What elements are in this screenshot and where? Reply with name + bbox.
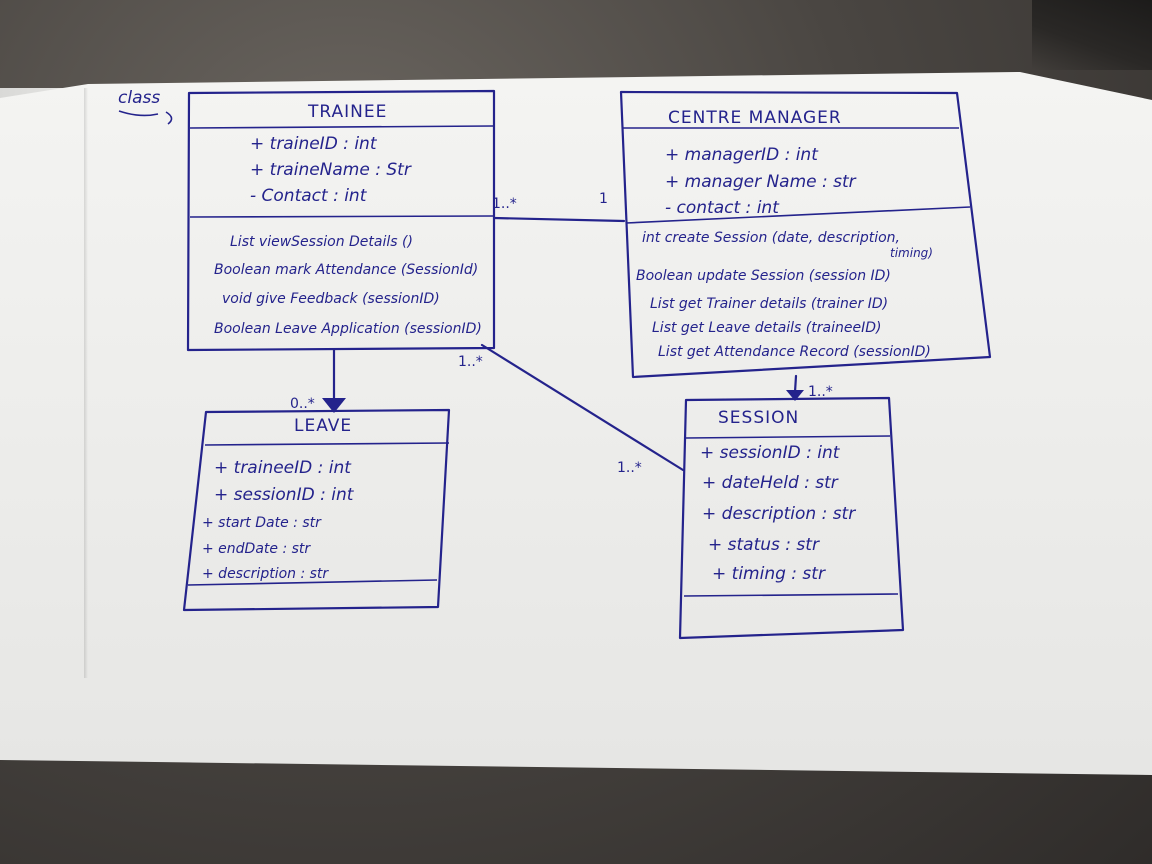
manager-method: List get Leave details (traineeID) xyxy=(652,320,882,336)
assoc-trainee-session xyxy=(480,343,685,472)
leave-title: LEAVE xyxy=(294,416,353,436)
multiplicity-label: 1..* xyxy=(492,196,517,212)
page-fold xyxy=(84,88,88,678)
session-title: SESSION xyxy=(718,408,800,428)
leave-attr: + endDate : str xyxy=(202,541,311,557)
session-box xyxy=(678,396,905,640)
arrow-head xyxy=(322,398,346,413)
trainee-attr: + traineID : int xyxy=(250,134,377,154)
multiplicity-label: 0..* xyxy=(290,396,315,412)
trainee-attr: - Contact : int xyxy=(250,186,367,206)
class-annotation: class xyxy=(118,88,161,108)
session-attr: + timing : str xyxy=(712,564,825,584)
manager-title: CENTRE MANAGER xyxy=(668,108,842,128)
manager-method: List get Trainer details (trainer ID) xyxy=(650,296,889,312)
desk-background xyxy=(1032,0,1152,70)
trainee-attr: + traineName : Str xyxy=(250,160,411,180)
centre-manager-box xyxy=(619,90,992,379)
assoc-manager-session xyxy=(793,374,798,394)
trainee-box xyxy=(186,89,496,352)
manager-method-cont: timing) xyxy=(890,246,933,260)
manager-method: List get Attendance Record (sessionID) xyxy=(658,344,931,360)
leave-attr: + start Date : str xyxy=(202,515,321,531)
multiplicity-label: 1..* xyxy=(808,384,833,400)
trainee-method: Boolean Leave Application (sessionID) xyxy=(214,321,482,337)
leave-attr: + description : str xyxy=(202,566,329,582)
manager-method: int create Session (date, description, xyxy=(642,230,900,246)
trainee-title: TRAINEE xyxy=(308,102,388,122)
manager-method: Boolean update Session (session ID) xyxy=(636,268,891,284)
leave-attr: + traineeID : int xyxy=(214,458,351,478)
paper-sheet xyxy=(0,72,1152,775)
leave-attr: + sessionID : int xyxy=(214,485,354,505)
multiplicity-label: 1..* xyxy=(458,354,483,370)
manager-attr: + managerID : int xyxy=(665,145,818,165)
leave-box xyxy=(182,408,451,612)
multiplicity-label: 1..* xyxy=(617,460,642,476)
manager-attr: - contact : int xyxy=(665,198,779,218)
session-attr: + description : str xyxy=(702,504,856,524)
multiplicity-label: 1 xyxy=(599,191,608,207)
trainee-method: Boolean mark Attendance (SessionId) xyxy=(214,262,479,278)
assoc-trainee-manager xyxy=(492,216,626,223)
trainee-method: List viewSession Details () xyxy=(230,234,413,250)
manager-attr: + manager Name : str xyxy=(665,172,856,192)
session-attr: + dateHeld : str xyxy=(702,473,838,493)
session-attr: + status : str xyxy=(708,535,819,555)
arrow-head xyxy=(786,390,804,401)
session-attr: + sessionID : int xyxy=(700,443,840,463)
trainee-method: void give Feedback (sessionID) xyxy=(222,291,440,307)
